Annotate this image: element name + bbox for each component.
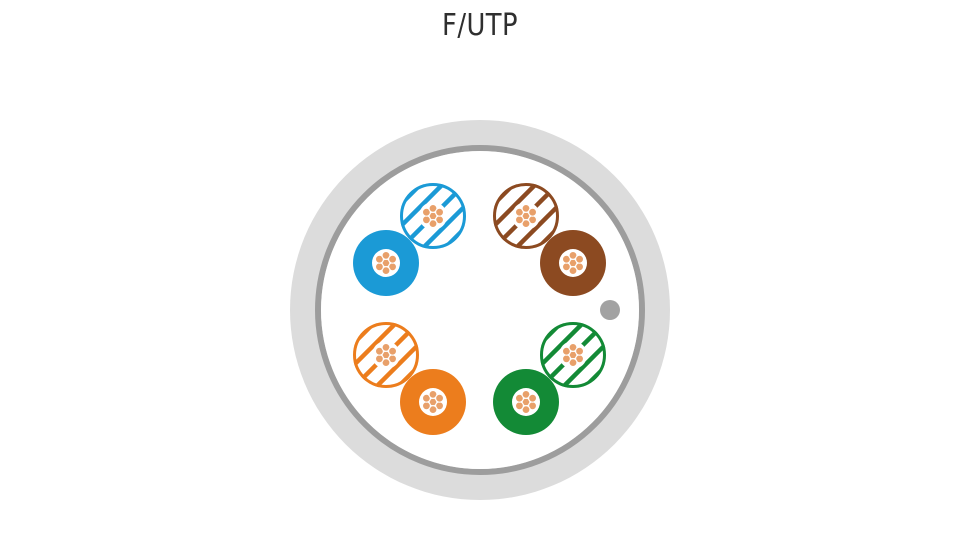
conductor-orange-solid	[419, 388, 447, 416]
conductor-green-solid	[512, 388, 540, 416]
wire-orange-striped	[353, 322, 419, 388]
conductor-strand	[574, 346, 585, 356]
wire-green-solid	[493, 369, 559, 435]
conductor-strand	[387, 346, 398, 356]
conductor-strand	[561, 354, 572, 364]
conductor-strand	[387, 254, 398, 264]
wire-blue-solid	[353, 230, 419, 296]
drain-wire	[600, 300, 620, 320]
wire-pair-blue	[353, 183, 466, 296]
conductor-orange-striped	[372, 341, 400, 369]
conductor-strand	[421, 401, 432, 411]
conductor-strand	[561, 262, 572, 272]
conductor-strand	[527, 393, 538, 403]
conductor-brown-solid	[559, 249, 587, 277]
conductor-strand	[514, 401, 525, 411]
conductor-blue-striped	[419, 202, 447, 230]
wire-pair-orange	[353, 322, 466, 435]
conductor-blue-solid	[372, 249, 400, 277]
conductor-strand	[374, 354, 385, 364]
wire-orange-solid	[400, 369, 466, 435]
wire-brown-solid	[540, 230, 606, 296]
foil-shield	[315, 145, 645, 475]
wire-green-striped	[540, 322, 606, 388]
conductor-strand	[574, 254, 585, 264]
conductor-strand	[527, 207, 538, 217]
conductor-brown-striped	[512, 202, 540, 230]
wire-brown-striped	[493, 183, 559, 249]
wire-blue-striped	[400, 183, 466, 249]
conductor-strand	[514, 215, 525, 225]
conductor-strand	[421, 215, 432, 225]
wire-pair-brown	[493, 183, 606, 296]
cable-core	[321, 151, 639, 469]
wire-pair-green	[493, 322, 606, 435]
conductor-strand	[434, 207, 445, 217]
conductor-green-striped	[559, 341, 587, 369]
conductor-strand	[374, 262, 385, 272]
diagram-title: F/UTP	[442, 8, 518, 43]
conductor-strand	[434, 393, 445, 403]
